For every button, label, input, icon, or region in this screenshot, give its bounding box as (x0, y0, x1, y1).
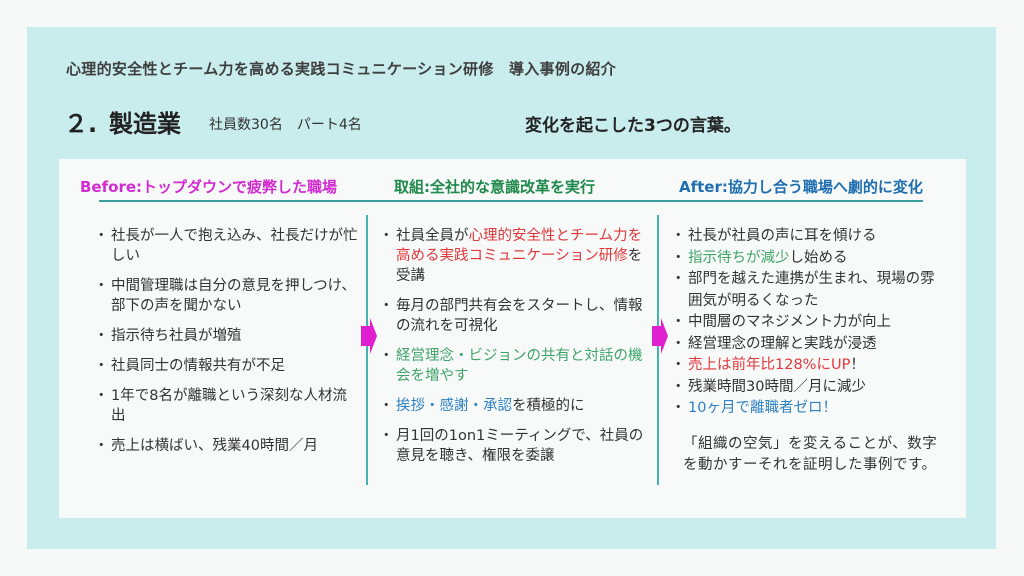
section-number: ２. (64, 110, 98, 138)
list-item: 中間管理職は自分の意見を押しつけ、部下の声を聞かない (94, 276, 359, 316)
list-item: 社員全員が心理的安全性とチーム力を高める実践コミュニケーション研修を受講 (379, 226, 654, 286)
action-list: 社員全員が心理的安全性とチーム力を高める実践コミュニケーション研修を受講 毎月の… (379, 226, 654, 476)
list-item: 経営理念・ビジョンの共有と対話の機会を増やす (379, 346, 654, 386)
before-heading: Before:トップダウンで疲弊した職場 (80, 178, 338, 196)
arrow-right-icon (361, 318, 377, 354)
action-heading: 取組:全社的な意識改革を実行 (394, 178, 595, 196)
company-size: 社員数30名 パート4名 (209, 117, 362, 133)
list-item: 10ヶ月で離職者ゼロ！ (671, 398, 942, 420)
list-item: 指示待ちが減少し始める (671, 248, 942, 270)
tagline: 変化を起こした3つの言葉。 (525, 116, 741, 136)
list-item: 社長が社員の声に耳を傾ける (671, 226, 942, 248)
list-item: 指示待ち社員が増殖 (94, 326, 359, 346)
list-item: 毎月の部門共有会をスタートし、情報の流れを可視化 (379, 296, 654, 336)
closing-statement: 「組織の空気」を変えることが、数字を動かすーそれを証明した事例です。 (683, 435, 938, 474)
list-item: 1年で8名が離職という深刻な人材流出 (94, 386, 359, 426)
list-item: 売上は横ばい、残業40時間／月 (94, 436, 359, 456)
column-divider-1 (366, 215, 368, 485)
after-list: 社長が社員の声に耳を傾ける 指示待ちが減少し始める 部門を越えた連携が生まれ、現… (671, 226, 942, 477)
list-item: 部門を越えた連携が生まれ、現場の雰囲気が明るくなった (671, 269, 942, 312)
arrow-right-icon (652, 318, 668, 354)
column-divider-2 (657, 215, 659, 485)
list-item: 残業時間30時間／月に減少 (671, 377, 942, 399)
slide-subtitle: 心理的安全性とチーム力を高める実践コミュニケーション研修 導入事例の紹介 (66, 60, 617, 78)
list-item: 中間層のマネジメント力が向上 (671, 312, 942, 334)
list-item: 社長が一人で抱え込み、社長だけが忙しい (94, 226, 359, 266)
list-item: 月1回の1on1ミーティングで、社員の意見を聴き、権限を委譲 (379, 426, 654, 466)
list-item: 挨拶・感謝・承認を積極的に (379, 396, 654, 416)
list-item: 社員同士の情報共有が不足 (94, 356, 359, 376)
industry-title: 製造業 (109, 110, 181, 138)
after-heading: After:協力し合う職場へ劇的に変化 (679, 178, 923, 196)
header-divider (99, 200, 923, 202)
list-item: 売上は前年比128%にUP！ (671, 355, 942, 377)
before-list: 社長が一人で抱え込み、社長だけが忙しい 中間管理職は自分の意見を押しつけ、部下の… (94, 226, 359, 466)
list-item: 経営理念の理解と実践が浸透 (671, 334, 942, 356)
